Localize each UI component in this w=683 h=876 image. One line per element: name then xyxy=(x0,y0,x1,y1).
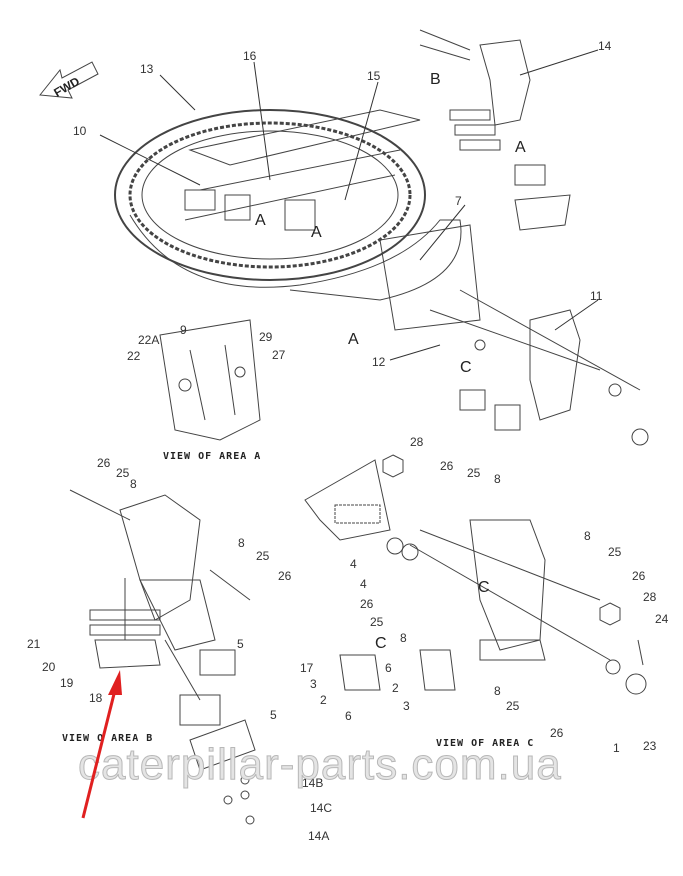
callout: 26 xyxy=(632,569,646,583)
view-marker: B xyxy=(430,71,441,88)
view-marker: A xyxy=(348,331,359,348)
callout: 26 xyxy=(550,726,564,740)
callout: 8 xyxy=(238,536,245,550)
area-c-detail-top xyxy=(429,289,649,446)
view-marker: A xyxy=(515,139,526,156)
caption-area-b: VIEW O AREA B xyxy=(62,733,154,744)
callout: 26 xyxy=(440,459,454,473)
leader-lines xyxy=(99,49,599,361)
view-marker: A xyxy=(255,212,266,229)
callout: 23 xyxy=(643,739,657,753)
callout: 5 xyxy=(270,708,277,722)
callout: 2 xyxy=(320,693,327,707)
callout: 6 xyxy=(345,709,352,723)
callout: 25 xyxy=(370,615,384,629)
callout: 4 xyxy=(360,577,367,591)
area-a-view xyxy=(159,319,261,441)
callout: 25 xyxy=(608,545,622,559)
callout: 27 xyxy=(272,348,286,362)
callout: 19 xyxy=(60,676,74,690)
callout: 20 xyxy=(42,660,56,674)
callout: 21 xyxy=(27,637,41,651)
area-b-detail-top xyxy=(419,29,571,231)
callout: 11 xyxy=(590,289,603,303)
watermark: caterpillar-parts.com.ua xyxy=(78,740,562,790)
callout: 3 xyxy=(403,699,410,713)
callout: 12 xyxy=(372,355,386,369)
callout: 2 xyxy=(392,681,399,695)
view-marker: C xyxy=(460,359,472,376)
callout: 22A xyxy=(138,333,160,347)
callout: 14A xyxy=(308,829,330,843)
callout: 8 xyxy=(400,631,407,645)
callout: 26 xyxy=(278,569,292,583)
callout: 15 xyxy=(367,69,381,83)
callout: 25 xyxy=(506,699,520,713)
callout: 4 xyxy=(350,557,357,571)
red-pointer-arrow xyxy=(81,670,122,819)
callout: 3 xyxy=(310,677,317,691)
callout: 28 xyxy=(410,435,424,449)
caption-area-c: VIEW OF AREA C xyxy=(436,738,535,749)
callout: 26 xyxy=(97,456,111,470)
view-marker: C xyxy=(375,635,387,652)
area-b-view xyxy=(69,489,256,825)
callout: 14C xyxy=(310,801,333,815)
callout: 24 xyxy=(655,612,669,626)
callout: 8 xyxy=(494,472,501,486)
callout: 22 xyxy=(127,349,141,363)
view-marker: C xyxy=(478,579,490,596)
callout: 25 xyxy=(116,466,130,480)
view-marker: A xyxy=(311,224,322,241)
callout: 16 xyxy=(243,49,257,63)
callout: 1 xyxy=(613,741,620,755)
callout: 8 xyxy=(130,477,137,491)
callout: 17 xyxy=(300,661,314,675)
callout: 18 xyxy=(89,691,103,705)
swing-bearing-ring xyxy=(114,109,462,301)
callout: 6 xyxy=(385,661,392,675)
caption-area-a: VIEW OF AREA A xyxy=(163,451,262,462)
fwd-arrow-icon xyxy=(39,61,99,99)
area-c-view xyxy=(304,454,647,695)
callout: 8 xyxy=(494,684,501,698)
callout: 28 xyxy=(643,590,657,604)
callout: 13 xyxy=(140,62,154,76)
callout: 5 xyxy=(237,637,244,651)
callout: 14 xyxy=(598,39,612,53)
callout: 25 xyxy=(256,549,270,563)
callout: 26 xyxy=(360,597,374,611)
callout: 29 xyxy=(259,330,273,344)
callout: 9 xyxy=(180,323,187,337)
callout: 8 xyxy=(584,529,591,543)
callout: 7 xyxy=(455,194,462,208)
callout: 14B xyxy=(302,776,324,790)
main-frame xyxy=(184,109,481,331)
callout: 10 xyxy=(73,124,87,138)
callout: 25 xyxy=(467,466,481,480)
